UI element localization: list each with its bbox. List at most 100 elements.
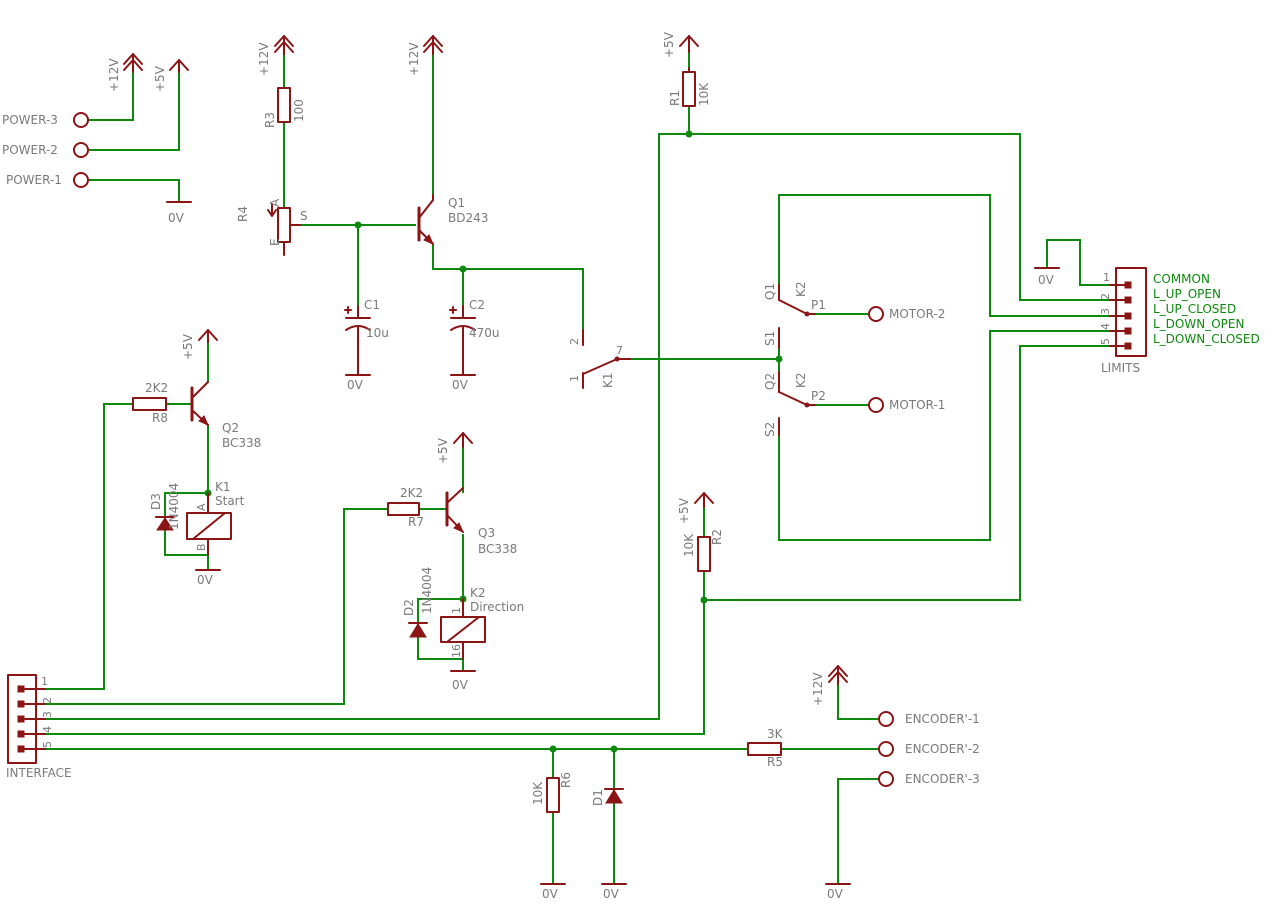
supply-label: +12V [107,58,121,92]
supply-label: +5V [662,31,676,58]
component-value: 10K [682,533,696,557]
ground-label: 0V [168,211,185,225]
resistor-r6: 10K R6 [531,772,573,813]
pin-label: P2 [811,389,826,403]
component-name: K2 [794,281,808,297]
motor-connector: MOTOR-2 MOTOR-1 [868,306,945,413]
component-value: Start [215,494,245,508]
component-name: D1 [591,789,605,806]
component-name: R4 [236,206,250,222]
ground-power: 0V [166,201,192,225]
supply-label: +5V [153,65,167,92]
pin-label: Q2 [763,373,777,390]
supply-5v-q2: +5V [181,329,218,360]
resistor-r2: 10K R2 [682,529,724,572]
component-name: D2 [402,599,416,616]
resistor-r7: 2K2 R7 [387,486,424,529]
diode-d1: D1 [591,788,624,806]
pin-number: 4 [1099,323,1112,330]
component-value: 470u [469,326,500,340]
potentiometer-r4: R4 A E S [236,198,308,256]
supply-5v-r2: +5V [677,492,714,524]
ground-label: 0V [542,887,559,901]
transistor-q2: Q2 BC338 [190,381,261,450]
ground-c2: 0V [450,374,476,392]
supply-12v-power: +12V [107,53,143,92]
connector-name: INTERFACE [6,766,72,780]
component-value: BC338 [478,542,517,556]
component-name: K1 [601,372,615,388]
ground-encoder: 0V [825,883,851,901]
wires [44,49,1111,885]
component-name: R7 [408,515,424,529]
power-pin-label: POWER-2 [2,143,58,157]
component-name: D3 [149,493,163,510]
pad-icon [878,711,894,727]
component-value: 10u [366,326,389,340]
pin-number: 3 [41,711,54,718]
supply-label: +12V [257,42,271,76]
pad-icon [73,172,89,188]
ground-label: 0V [197,573,214,587]
motor-pin-label: MOTOR-1 [889,398,945,412]
component-value: 100 [292,99,306,122]
pin-number: 4 [41,726,54,733]
pin-label: A [195,503,208,511]
ground-d1: 0V [601,883,627,901]
pad-icon [73,112,89,128]
ground-c1: 0V [345,374,371,392]
component-name: R2 [710,529,724,545]
supply-label: +5V [677,497,691,524]
limits-signal: L_UP_CLOSED [1153,302,1236,316]
pin-number: 5 [1099,338,1112,345]
power-connector: POWER-3 POWER-2 POWER-1 [2,112,89,188]
ground-r6: 0V [540,883,566,901]
ground-label: 0V [1038,273,1055,287]
pad-icon [868,397,884,413]
ground-label: 0V [347,378,364,392]
pin-number: 2 [41,697,54,704]
ground-label: 0V [452,378,469,392]
component-value: 10K [697,82,711,106]
interface-connector: 1 2 3 4 5 INTERFACE [6,674,72,780]
encoder-connector: ENCODER'-1 ENCODER'-2 ENCODER'-3 [878,711,980,787]
encoder-pin-label: ENCODER'-2 [905,742,980,756]
resistor-r5: 3K R5 [747,727,784,769]
relay-coil-k1: K1 Start A B [186,480,245,556]
relay-coil-k2: K2 Direction 1 16 [440,586,524,660]
encoder-pin-label: ENCODER'-1 [905,712,980,726]
ground-label: 0V [827,887,844,901]
pin-number: 7 [616,344,623,357]
supply-label: +5V [181,333,195,360]
supply-label: +12V [407,42,421,76]
ground-k1: 0V [195,569,221,587]
limits-signal: L_DOWN_OPEN [1153,317,1244,331]
component-value: 3K [767,727,784,741]
component-name: K1 [215,480,231,494]
pad-icon [73,142,89,158]
component-value: 10K [531,781,545,805]
component-name: Q1 [448,196,465,210]
component-name: K2 [794,372,808,388]
transistor-q1: Q1 BD243 [417,194,488,245]
resistor-r1: R1 10K [668,67,711,107]
junctions [204,130,783,753]
pin-number: 2 [1099,293,1112,300]
component-name: Q3 [478,526,495,540]
diode-d3: D3 1N4004 [149,483,181,531]
pin-label: B [195,543,208,551]
resistor-r3: R3 100 [263,87,306,128]
pin-label: 16 [450,644,463,658]
pin-label: P1 [811,298,826,312]
supply-5v-q3: +5V [436,432,473,464]
relay-switch-k2: Q1 K2 P1 S1 Q2 K2 P2 S2 [763,281,826,437]
pin-label: A [268,198,282,207]
pin-number: 1 [1103,271,1110,284]
component-value: BD243 [448,211,488,225]
component-name: C1 [364,298,380,312]
pin-number: 2 [568,338,581,345]
connector-name: LIMITS [1101,361,1140,375]
limits-signal: L_DOWN_CLOSED [1153,332,1260,346]
ground-k2: 0V [450,670,476,692]
